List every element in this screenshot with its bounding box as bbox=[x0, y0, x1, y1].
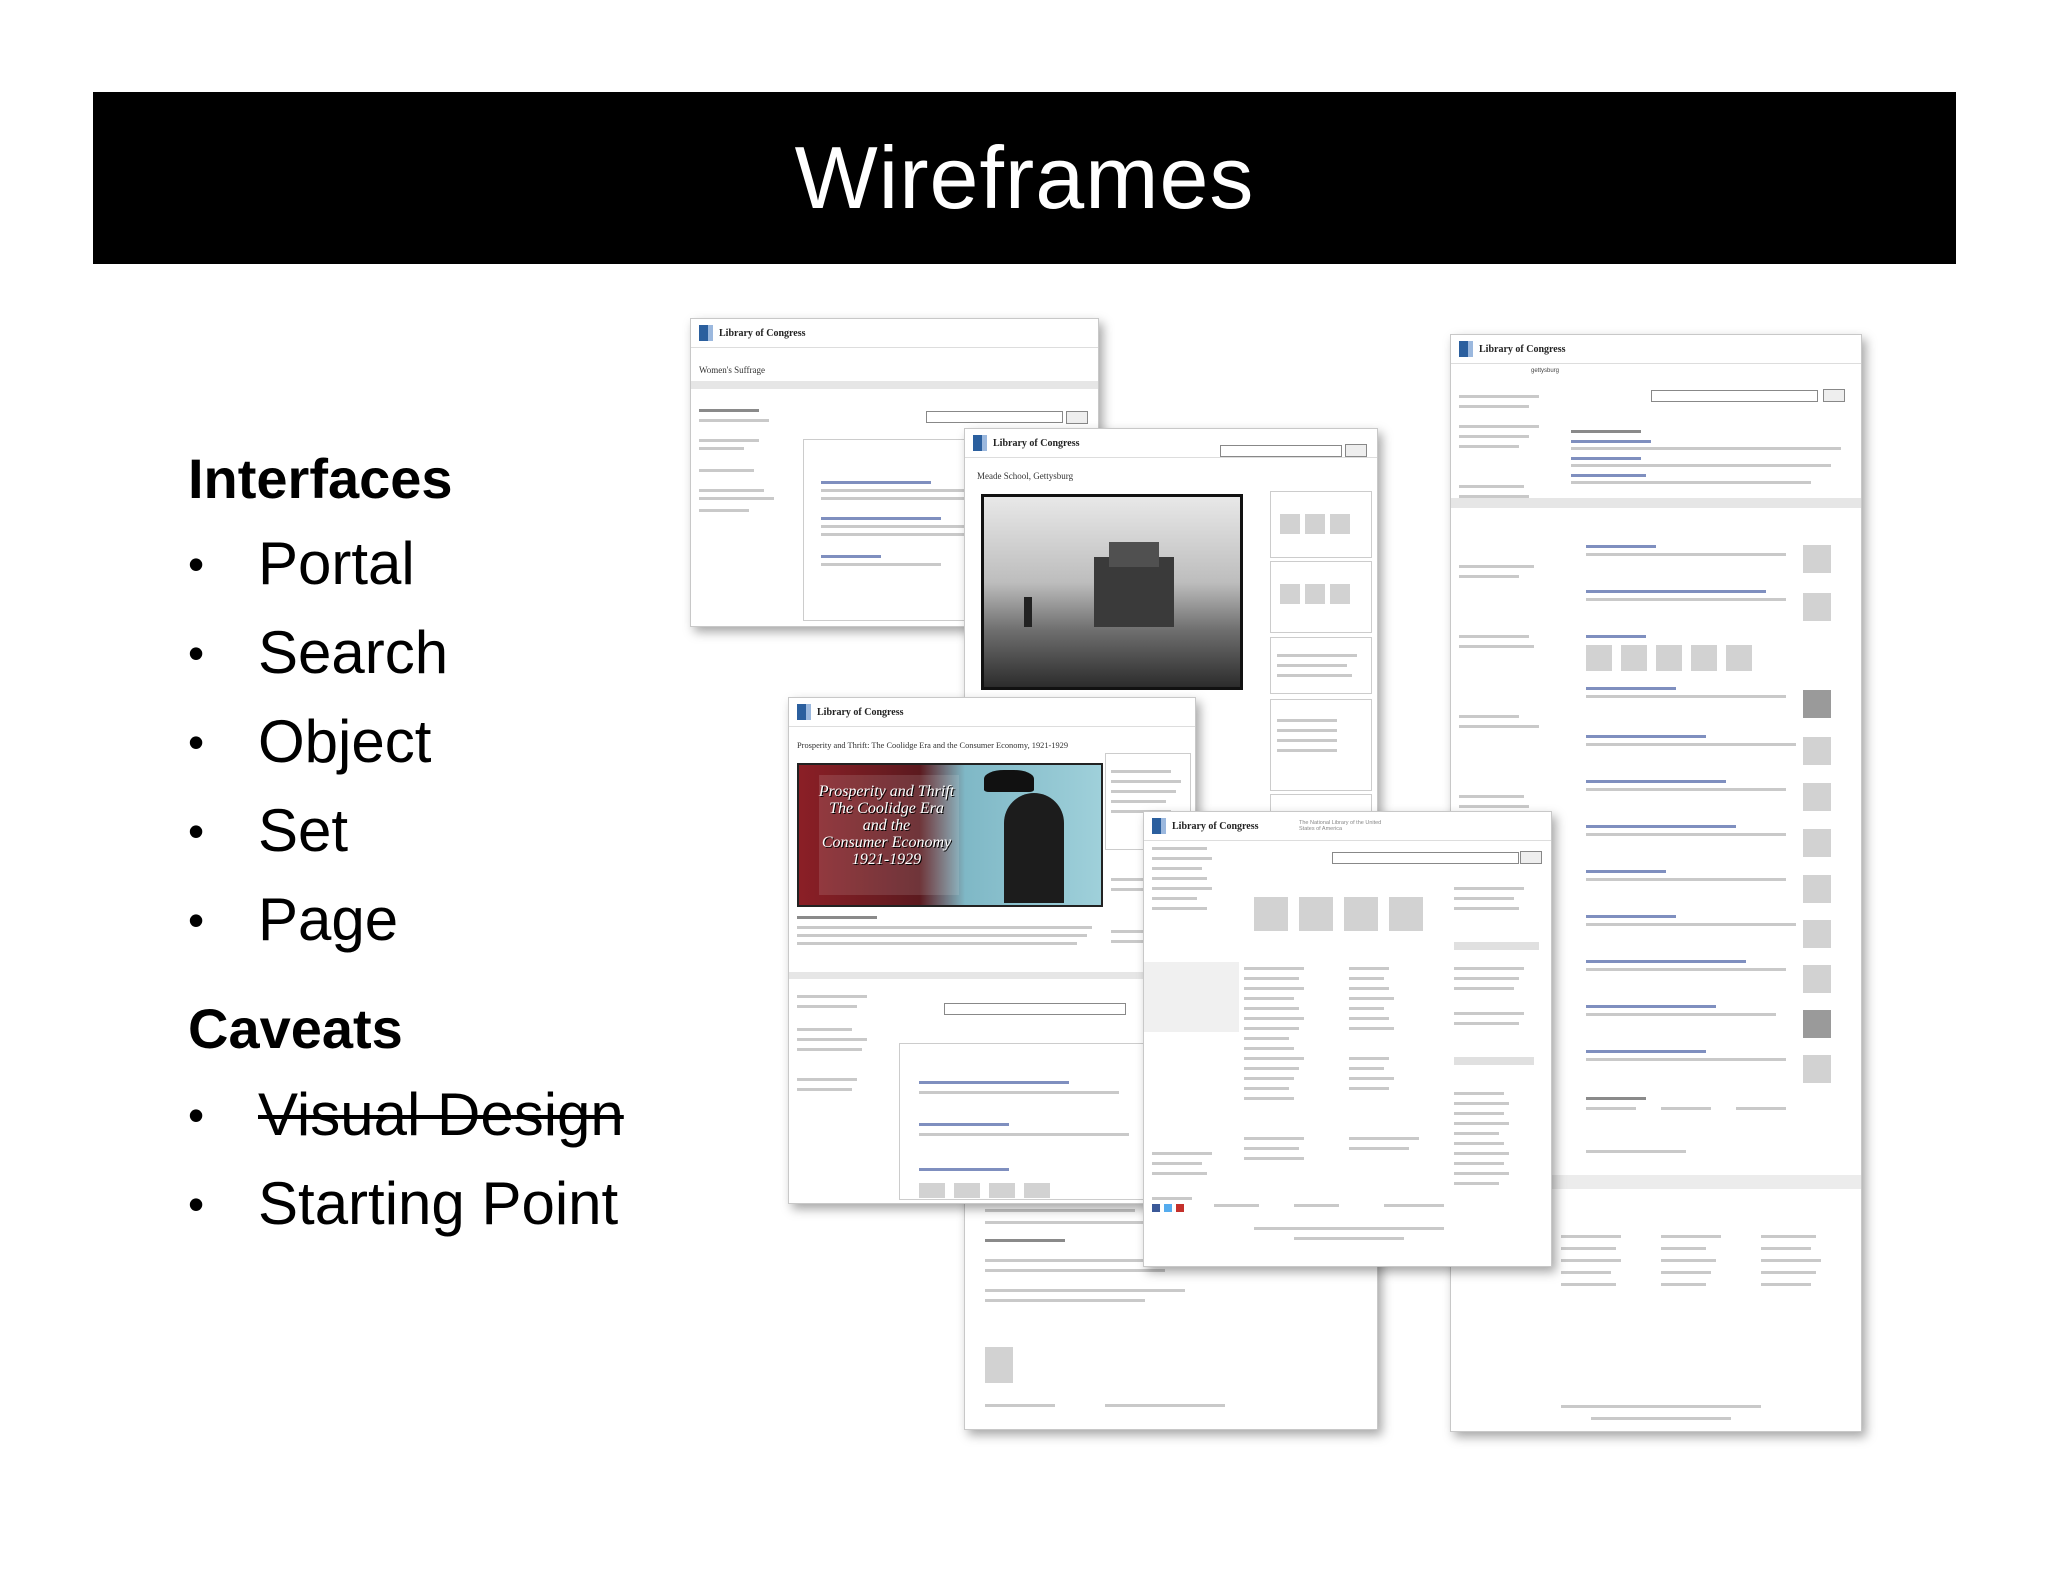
wireframe-header: Library of Congress bbox=[691, 319, 1098, 348]
interfaces-list: Portal Search Object Set Page bbox=[188, 534, 448, 951]
wireframe-header: Library of Congress bbox=[789, 698, 1195, 727]
logo-icon bbox=[699, 325, 713, 341]
wireframe-portal: Library of Congress The National Library… bbox=[1143, 811, 1552, 1267]
logo-icon bbox=[1152, 818, 1166, 834]
banner-text: Prosperity and Thrift bbox=[818, 783, 955, 800]
wireframe-header: Library of Congress bbox=[1144, 812, 1551, 841]
portal-tagline: The National Library of the United State… bbox=[1299, 820, 1382, 832]
wireframe-collection: Library of Congress Prosperity and Thrif… bbox=[788, 697, 1196, 1204]
search-query: gettysburg bbox=[1531, 368, 1560, 374]
caveats-item-struck: Visual Design bbox=[188, 1085, 624, 1146]
logo-icon bbox=[1459, 341, 1473, 357]
interfaces-heading: Interfaces bbox=[188, 447, 453, 510]
set-title: Women's Suffrage bbox=[699, 365, 765, 375]
caveats-item-label: Visual Design bbox=[258, 1081, 624, 1148]
title-bar: Wireframes bbox=[93, 92, 1956, 264]
caveats-item: Starting Point bbox=[188, 1174, 624, 1235]
brand-name: Library of Congress bbox=[1172, 820, 1259, 832]
caveats-list: Visual Design Starting Point bbox=[188, 1085, 624, 1235]
object-title: Meade School, Gettysburg bbox=[977, 471, 1074, 481]
caveats-item-label: Starting Point bbox=[258, 1170, 619, 1237]
interfaces-item: Page bbox=[188, 890, 448, 951]
banner-text: and the bbox=[862, 817, 911, 834]
slide-title: Wireframes bbox=[794, 128, 1255, 227]
wireframe-header: Library of Congress bbox=[1451, 335, 1861, 364]
brand-name: Library of Congress bbox=[817, 706, 904, 718]
banner-text: The Coolidge Era bbox=[829, 800, 944, 817]
banner-text: 1921-1929 bbox=[851, 851, 922, 868]
collection-title: Prosperity and Thrift: The Coolidge Era … bbox=[797, 741, 1069, 750]
photo-image bbox=[981, 494, 1243, 690]
banner-text: Consumer Economy bbox=[821, 834, 952, 851]
interfaces-item: Set bbox=[188, 801, 448, 862]
brand-name: Library of Congress bbox=[1479, 343, 1566, 355]
interfaces-item: Search bbox=[188, 623, 448, 684]
brand-name: Library of Congress bbox=[993, 437, 1080, 449]
collection-banner-image: Prosperity and Thrift The Coolidge Era a… bbox=[797, 763, 1103, 907]
logo-icon bbox=[797, 704, 811, 720]
interfaces-item: Object bbox=[188, 712, 448, 773]
brand-name: Library of Congress bbox=[719, 327, 806, 339]
interfaces-item: Portal bbox=[188, 534, 448, 595]
wireframe-header: Library of Congress bbox=[965, 429, 1377, 458]
caveats-heading: Caveats bbox=[188, 997, 403, 1060]
logo-icon bbox=[973, 435, 987, 451]
